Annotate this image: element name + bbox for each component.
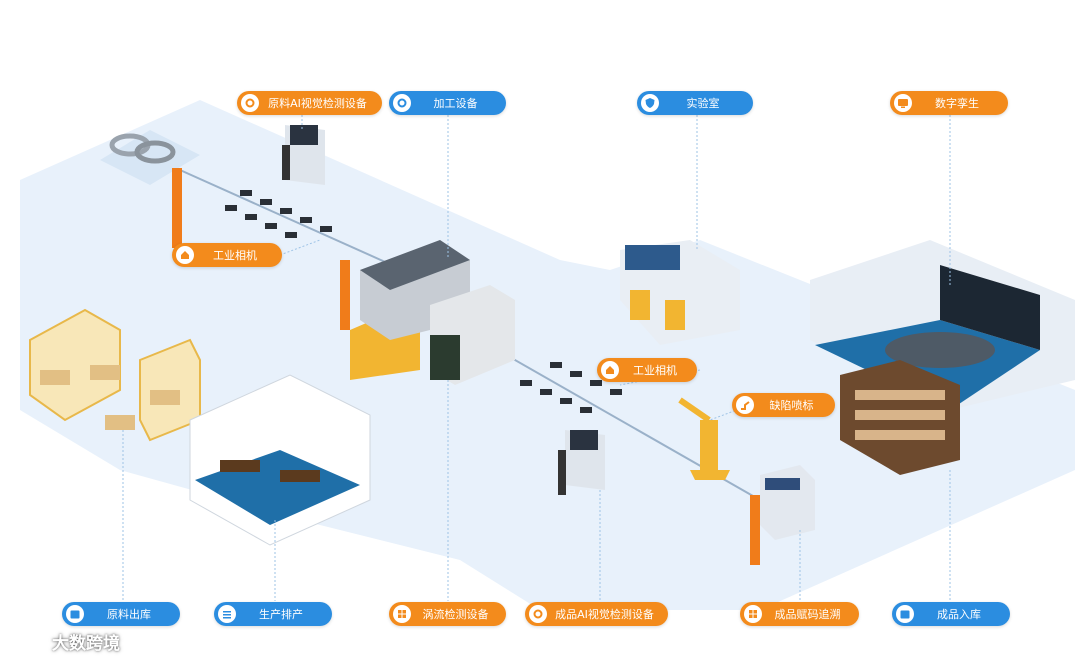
watermark-logo-icon [8, 631, 47, 651]
home-icon [176, 246, 194, 264]
label-finished-ai-inspection: 成品AI视觉检测设备 [525, 602, 668, 626]
wire-coil-stack [100, 130, 200, 185]
grid-icon [393, 605, 411, 623]
label-industrial-camera-2: 工业相机 [597, 358, 697, 382]
home-icon [601, 361, 619, 379]
list-icon [218, 605, 236, 623]
watermark-text: 大数跨境 [52, 633, 120, 654]
calendar-icon [66, 605, 84, 623]
defect-marking-robot [678, 397, 730, 480]
label-finished-inbound: 成品入库 [892, 602, 1010, 626]
raw-material-warehouse [29, 308, 201, 442]
watermark: 大数跨境 [8, 626, 120, 656]
label-production-scheduling: 生产排产 [214, 602, 332, 626]
coding-printer [760, 465, 815, 540]
ai-vision-console-upper [282, 125, 325, 185]
label-digital-twin: 数字孪生 [890, 91, 1008, 115]
finished-goods-shelves [840, 360, 960, 475]
shield-icon [641, 94, 659, 112]
camera-array-lower [520, 362, 622, 413]
conveyor-post [340, 260, 350, 330]
conveyor-post [750, 495, 760, 565]
label-industrial-camera-1: 工业相机 [172, 243, 282, 267]
label-raw-material-outbound: 原料出库 [62, 602, 180, 626]
ai-vision-console-lower [558, 430, 605, 495]
label-defect-marking: 缺陷喷标 [732, 393, 835, 417]
grid-icon [744, 605, 762, 623]
gear-icon [529, 605, 547, 623]
laboratory-robots [620, 240, 740, 345]
label-laboratory: 实验室 [637, 91, 753, 115]
scheduling-office [189, 374, 371, 546]
robot-arm-icon [736, 396, 754, 414]
label-processing-equipment: 加工设备 [389, 91, 506, 115]
gear-icon [393, 94, 411, 112]
eddy-current-machine [430, 285, 515, 385]
gear-icon [241, 94, 259, 112]
conveyor-post [172, 168, 182, 248]
label-finished-code-tracing: 成品赋码追溯 [740, 602, 859, 626]
calendar-icon [896, 605, 914, 623]
monitor-icon [894, 94, 912, 112]
label-raw-ai-inspection: 原料AI视觉检测设备 [237, 91, 382, 115]
camera-array-upper [225, 190, 332, 238]
label-eddy-current-testing: 涡流检测设备 [389, 602, 506, 626]
